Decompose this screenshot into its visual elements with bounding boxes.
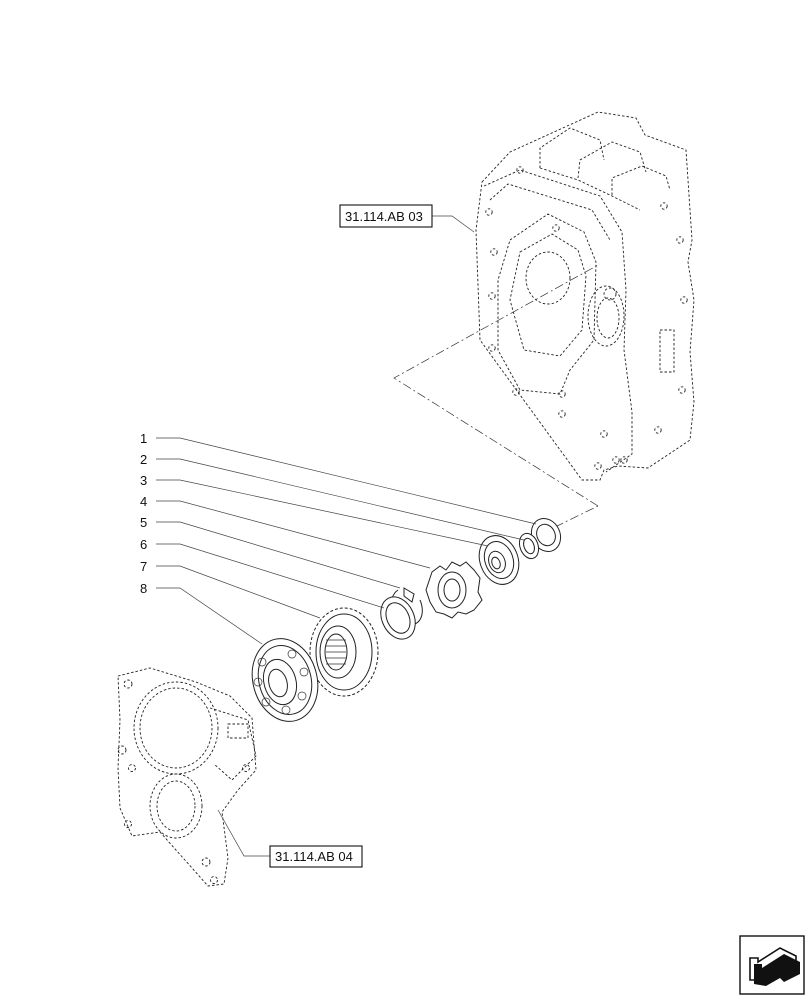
callout-4: 4 [140, 494, 147, 509]
next-page-arrow-icon[interactable] [739, 935, 805, 995]
callout-2: 2 [140, 452, 147, 467]
part-7-large-gear [309, 607, 379, 697]
leader-lines [156, 215, 537, 857]
callout-3: 3 [140, 473, 147, 488]
callout-7: 7 [140, 559, 147, 574]
lower-cover-housing [117, 667, 257, 887]
upper-gearbox-housing [475, 111, 695, 481]
reference-label-upper[interactable]: 31.114.AB 03 [345, 209, 423, 224]
part-4-splined-sleeve [425, 561, 483, 619]
callout-5: 5 [140, 515, 147, 530]
reference-link-lower-cover[interactable]: 31.114.AB 04 [269, 845, 363, 868]
part-3-small-bearing [478, 535, 520, 585]
callout-8: 8 [140, 581, 147, 596]
callout-6: 6 [140, 537, 147, 552]
assembly-axis-line [393, 263, 601, 507]
callout-1: 1 [140, 431, 147, 446]
reference-label-lower[interactable]: 31.114.AB 04 [275, 849, 353, 864]
part-6-ring [380, 596, 416, 640]
part-2-ring [518, 532, 540, 560]
part-1-snap-ring [530, 517, 562, 553]
reference-link-upper-housing[interactable]: 31.114.AB 03 [339, 204, 433, 228]
part-8-large-bearing [251, 638, 319, 722]
